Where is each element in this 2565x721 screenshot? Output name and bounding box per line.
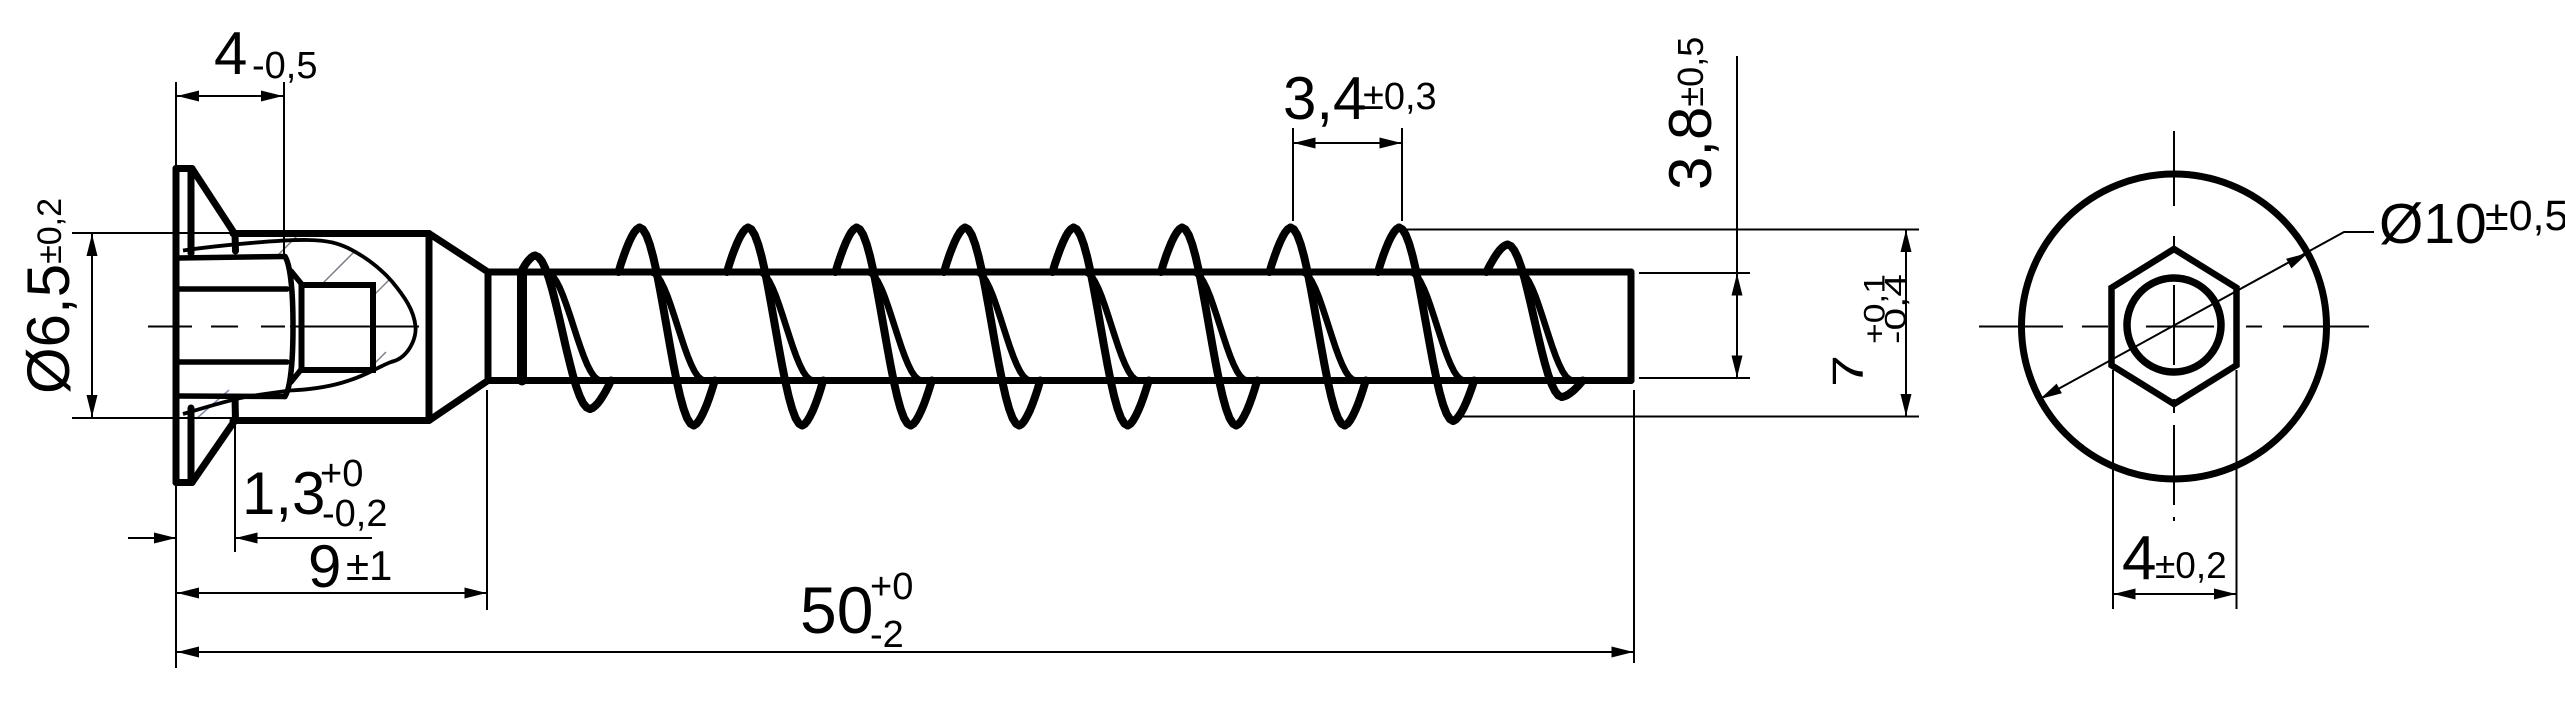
svg-text:±0,5: ±0,5 — [2485, 192, 2565, 240]
svg-text:-0,4: -0,4 — [1880, 274, 1913, 344]
svg-text:1,3: 1,3 — [242, 460, 325, 527]
svg-text:-2: -2 — [870, 614, 904, 656]
svg-text:7: 7 — [1824, 355, 1873, 387]
svg-text:±1: ±1 — [346, 542, 392, 589]
svg-text:4: 4 — [214, 20, 247, 87]
svg-text:50: 50 — [800, 573, 873, 647]
svg-text:±0,2: ±0,2 — [2155, 545, 2227, 586]
svg-text:-0,5: -0,5 — [252, 45, 317, 87]
svg-text:9: 9 — [308, 533, 341, 600]
svg-text:4: 4 — [2122, 524, 2156, 593]
svg-text:±0,3: ±0,3 — [1363, 76, 1437, 118]
svg-text:+0,1: +0,1 — [1859, 274, 1892, 344]
svg-text:Ø10: Ø10 — [2379, 192, 2487, 256]
svg-text:+0: +0 — [320, 453, 363, 495]
svg-text:-0,2: -0,2 — [322, 493, 387, 535]
svg-text:+0: +0 — [870, 566, 913, 608]
svg-text:3,4: 3,4 — [1283, 65, 1366, 132]
